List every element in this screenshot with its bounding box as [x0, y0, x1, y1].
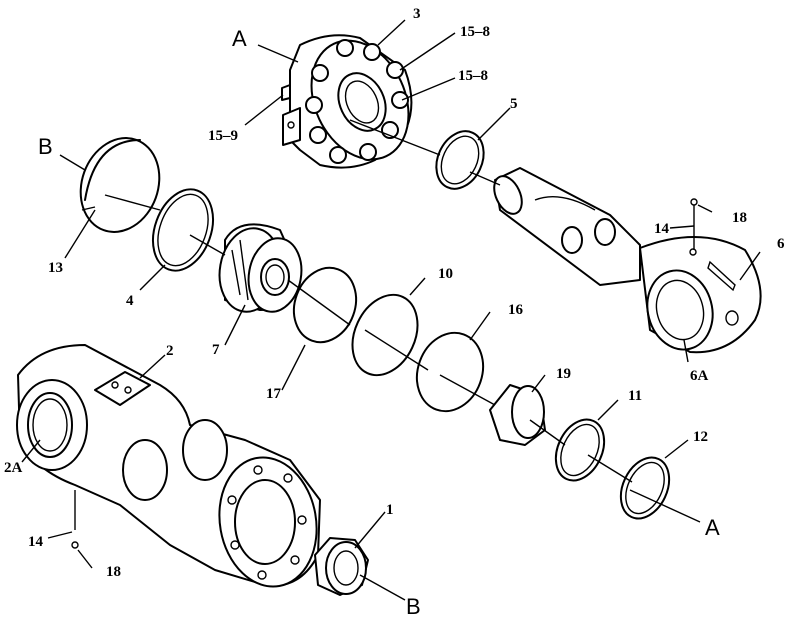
callout-6A: 6A	[690, 368, 709, 384]
part-ring-5	[435, 130, 485, 190]
callout-19: 19	[556, 366, 571, 382]
callout-14-left: 14	[28, 534, 44, 550]
leader-lines	[21, 19, 761, 601]
callout-15-8-a: 15–8	[460, 24, 490, 40]
part-ring-11	[554, 418, 606, 482]
part-seal-16	[415, 331, 485, 413]
callout-12: 12	[693, 429, 708, 445]
part-band-13	[79, 137, 161, 233]
ref-A-bottom: A	[705, 515, 720, 540]
ref-B-bottom: B	[406, 594, 421, 619]
ref-A-top: A	[232, 26, 247, 51]
part-oring-17	[292, 266, 358, 344]
part-ring-12	[619, 456, 671, 520]
part-body-2	[16, 344, 321, 588]
part-piston-7	[218, 223, 303, 313]
flange-bolt-heads	[305, 39, 409, 164]
part-nut-1	[314, 537, 369, 596]
callout-2A: 2A	[4, 460, 23, 476]
callout-5: 5	[510, 96, 518, 112]
callout-18-left: 18	[106, 564, 121, 580]
body-flange-holes	[227, 465, 307, 580]
callout-1: 1	[386, 502, 394, 518]
callout-2: 2	[166, 343, 174, 359]
part-oring-10	[351, 293, 419, 377]
pin-18-top	[690, 198, 698, 250]
callout-15-9: 15–9	[208, 128, 238, 144]
callout-labels: 3 15–8 15–8 15–9 5 18 14 6 6A 13 4 7 17 …	[4, 6, 785, 580]
callout-11: 11	[628, 388, 642, 404]
callout-17: 17	[266, 386, 282, 402]
callout-6: 6	[777, 236, 785, 252]
callout-16: 16	[508, 302, 524, 318]
part-flange-3	[281, 34, 413, 169]
callout-13: 13	[48, 260, 63, 276]
callout-14-top: 14	[654, 221, 670, 237]
ref-B-top: B	[38, 134, 53, 159]
callout-10: 10	[438, 266, 453, 282]
part-ring-4	[152, 188, 214, 272]
callout-7: 7	[212, 342, 220, 358]
callout-15-8-b: 15–8	[458, 68, 488, 84]
callout-4: 4	[126, 293, 134, 309]
callout-3: 3	[413, 6, 421, 22]
part-rod-6	[493, 167, 762, 354]
callout-18-top: 18	[732, 210, 747, 226]
part-bushing-19	[489, 384, 546, 446]
reference-letters: A B A B	[38, 26, 720, 619]
